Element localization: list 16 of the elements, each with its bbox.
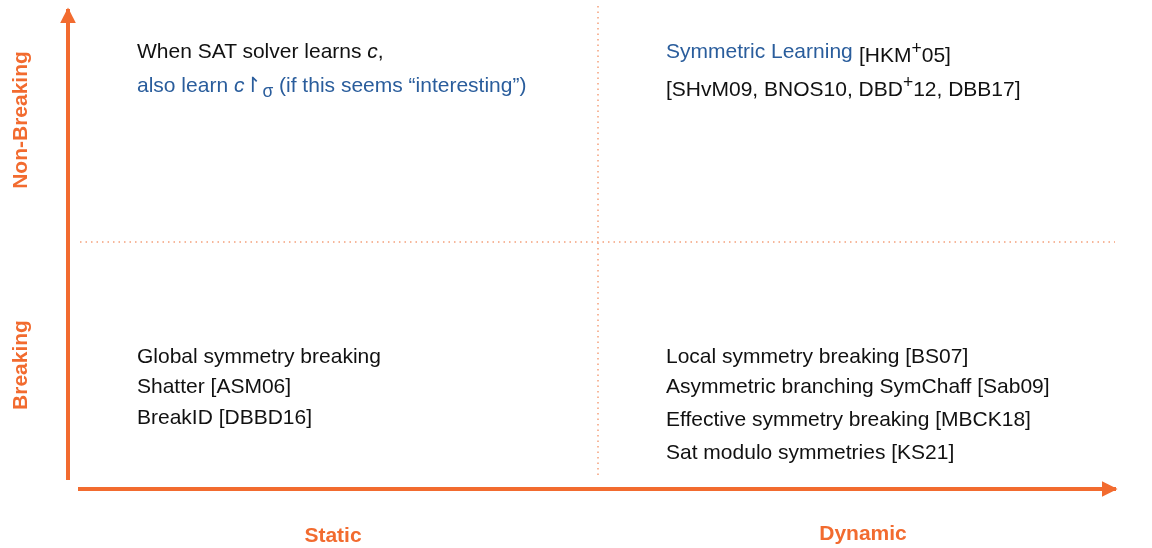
axis-label: Dynamic	[819, 520, 907, 546]
citation-text: Global symmetry breaking	[137, 343, 381, 369]
axis-label: Breaking	[7, 320, 33, 410]
citation-text: Local symmetry breaking [BS07]	[666, 343, 969, 369]
citation-text: [SHvM09, BNOS10, DBD$^{+}$12, DBB17]	[666, 72, 1021, 102]
citation-text: When SAT solver learns c,	[137, 38, 384, 64]
citation-text: BreakID [DBBD16]	[137, 404, 313, 430]
citation-text: Sat modulo symmetries [KS21]	[666, 439, 955, 465]
citation-text: Symmetric Learning	[666, 38, 853, 64]
citation-text: [HKM$^{+}$05]	[859, 38, 951, 68]
citation-text: Asymmetric branching SymChaff [Sab09]	[666, 373, 1050, 399]
citation-text: also learn c↾$_{σ}$ (if this seems “interesting”)	[137, 72, 527, 103]
citation-text: Shatter [ASM06]	[137, 373, 292, 399]
axis-label: Non-Breaking	[7, 51, 33, 189]
axis-label: Static	[304, 522, 362, 548]
citation-text: Effective symmetry breaking [MBCK18]	[666, 406, 1031, 432]
